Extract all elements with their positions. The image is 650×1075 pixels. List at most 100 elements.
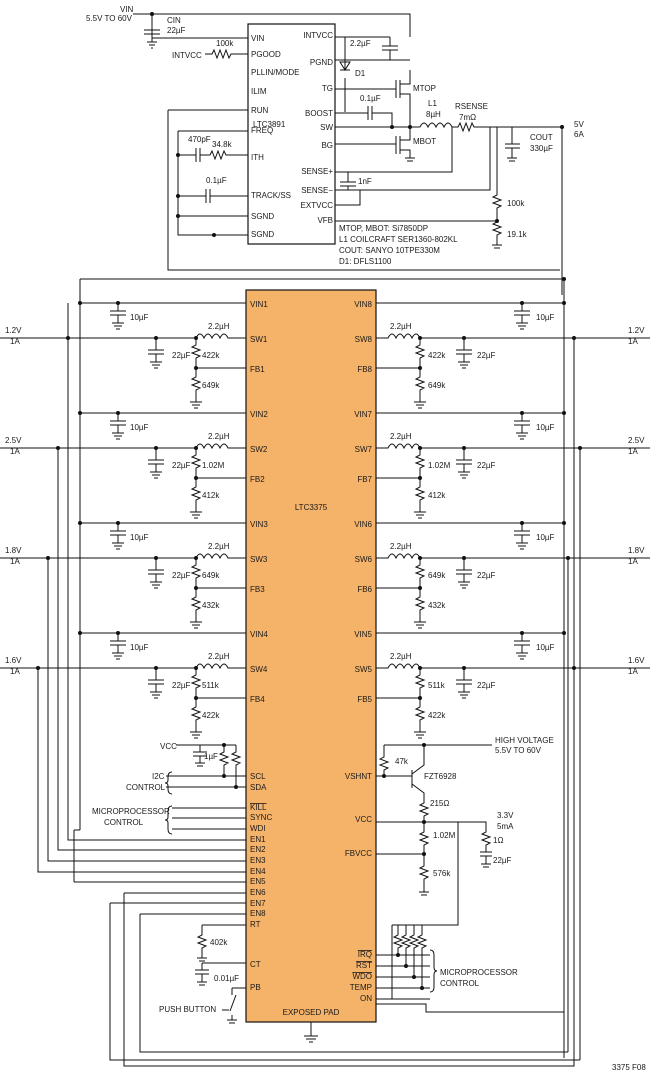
channel-sw3-cin-dot — [116, 521, 120, 525]
c-vcc-out-value: 22µF — [493, 856, 512, 865]
vin-range: 5.5V TO 60V — [86, 14, 133, 23]
channel-sw8-cin-dot — [520, 301, 524, 305]
channel-sw6-vin-dot — [562, 521, 566, 525]
channel-sw3-sw-pin: SW3 — [250, 555, 268, 564]
pin-irq: IRQ — [358, 950, 372, 959]
cout-name: COUT — [530, 133, 553, 142]
channel-sw8-fb-dot — [418, 336, 422, 340]
vcc-out-i: 5mA — [497, 822, 514, 831]
pin-en3: EN3 — [250, 856, 266, 865]
channel-sw3-l-value: 2.2µH — [208, 542, 230, 551]
channel-sw7-vin-net — [376, 412, 564, 440]
channel-sw2-vin-net — [80, 412, 246, 440]
channel-sw5-out-i: 1A — [628, 667, 638, 676]
pin-pb: PB — [250, 983, 261, 992]
channel-sw3-fb-pin: FB3 — [250, 585, 265, 594]
channel-sw3-cin-value: 10µF — [130, 533, 149, 542]
l1-value: 8µH — [426, 110, 441, 119]
channel-sw5-l-value: 2.2µH — [390, 652, 412, 661]
channel-sw3-fbmid-dot — [194, 586, 198, 590]
channel-sw7-rtop-value: 1.02M — [428, 461, 451, 470]
channel-sw1-out-v: 1.2V — [5, 326, 22, 335]
channel-sw3-out-v: 1.8V — [5, 546, 22, 555]
channel-sw2-vin-dot — [78, 411, 82, 415]
channel-sw1-vin-dot — [78, 301, 82, 305]
channel-sw1-vin-net — [80, 302, 246, 330]
channel-sw4-cin-value: 10µF — [130, 643, 149, 652]
pin-rst: RST — [356, 961, 372, 970]
pin-run: RUN — [251, 106, 269, 115]
channel-sw7-out-i: 1A — [628, 447, 638, 456]
channel-sw6-cout-value: 22µF — [477, 571, 496, 580]
pin-en1: EN1 — [250, 835, 266, 844]
channel-sw4-out-v: 1.6V — [5, 656, 22, 665]
channel-sw2-cout-value: 22µF — [172, 461, 191, 470]
channel-sw4-out-i: 1A — [10, 667, 20, 676]
channel-sw5-fbmid-dot — [418, 696, 422, 700]
pin-ilim: ILIM — [251, 87, 267, 96]
r-fb-bot-value: 19.1k — [507, 230, 528, 239]
pin-sw: SW — [320, 123, 333, 132]
channel-sw6-vin-pin: VIN6 — [354, 520, 372, 529]
channel-sw8-sw-pin: SW8 — [355, 335, 373, 344]
channel-sw2-fb-pin: FB2 — [250, 475, 265, 484]
push-button-label: PUSH BUTTON — [159, 1005, 216, 1014]
mp2-label-1: MICROPROCESSOR — [440, 968, 518, 977]
pin-vshnt: VSHNT — [345, 772, 372, 781]
pin-sda: SDA — [250, 783, 267, 792]
channel-sw3-cout-dot — [154, 556, 158, 560]
r-rt-value: 402k — [210, 938, 228, 947]
channel-sw1-fb-dot — [194, 336, 198, 340]
pin-extvcc: EXTVCC — [301, 201, 334, 210]
r-fbvcc-top-value: 1.02M — [433, 831, 456, 840]
channel-sw7-out-v: 2.5V — [628, 436, 645, 445]
pin-temp: TEMP — [350, 983, 372, 992]
pin-wdo: WDO — [352, 972, 372, 981]
channel-sw7-vin-dot — [562, 411, 566, 415]
channel-sw6-cout-dot — [462, 556, 466, 560]
channel-sw2-l-value: 2.2µH — [208, 432, 230, 441]
channel-sw8-cout-value: 22µF — [477, 351, 496, 360]
r-fbvcc-bot-value: 576k — [433, 869, 451, 878]
channel-sw6-rbot-value: 432k — [428, 601, 446, 610]
channel-sw2-sw-net — [0, 443, 246, 519]
channel-sw3-vin-dot — [78, 521, 82, 525]
channel-sw8-vin-pin: VIN8 — [354, 300, 372, 309]
channel-sw5-vin-pin: VIN5 — [354, 630, 372, 639]
controller-section: LTC3891 VIN PGOOD PLLIN/MODE ILIM RUN FR… — [86, 5, 584, 295]
channel-sw2-sw-pin: SW2 — [250, 445, 268, 454]
pin-kill: KILL — [250, 803, 267, 812]
channel-sw8-vin-dot — [562, 301, 566, 305]
channel-sw4-cout-dot — [154, 666, 158, 670]
bom-note-3: COUT: SANYO 10TPE330M — [339, 246, 440, 255]
channel-sw7-fbmid-dot — [418, 476, 422, 480]
r-pgood-value: 100k — [216, 39, 234, 48]
r-ith-value: 34.8k — [212, 140, 233, 149]
channel-sw7-l-value: 2.2µH — [390, 432, 412, 441]
i2c-control-label: CONTROL — [126, 783, 166, 792]
channel-sw5-rbot-value: 422k — [428, 711, 446, 720]
channel-sw7-cin-dot — [520, 411, 524, 415]
pin-sync: SYNC — [250, 813, 272, 822]
channel-sw3-rtop-value: 649k — [202, 571, 220, 580]
r-base-value: 215Ω — [430, 799, 449, 808]
channel-sw5-cin-value: 10µF — [536, 643, 555, 652]
channel-sw1-fbmid-dot — [194, 366, 198, 370]
channel-sw5-vin-net — [376, 632, 564, 660]
vcc-out-v: 3.3V — [497, 811, 514, 820]
channel-sw6-out-v: 1.8V — [628, 546, 645, 555]
channel-sw2-rtop-value: 1.02M — [202, 461, 225, 470]
channel-sw8-vin-net — [376, 302, 564, 330]
pin-en7: EN7 — [250, 899, 266, 908]
exposed-pad-label: EXPOSED PAD — [283, 1008, 340, 1017]
channel-sw5-vin-dot — [562, 631, 566, 635]
channel-sw2-out-v: 2.5V — [5, 436, 22, 445]
l1-name: L1 — [428, 99, 437, 108]
channel-sw8-l-value: 2.2µH — [390, 322, 412, 331]
pin-sgnd2: SGND — [251, 230, 274, 239]
channel-sw1-rtop-value: 422k — [202, 351, 220, 360]
channel-sw4-vin-net — [80, 632, 246, 660]
channel-sw3-out-i: 1A — [10, 557, 20, 566]
channel-sw7-cout-dot — [462, 446, 466, 450]
channel-sw5-sw-pin: SW5 — [355, 665, 373, 674]
